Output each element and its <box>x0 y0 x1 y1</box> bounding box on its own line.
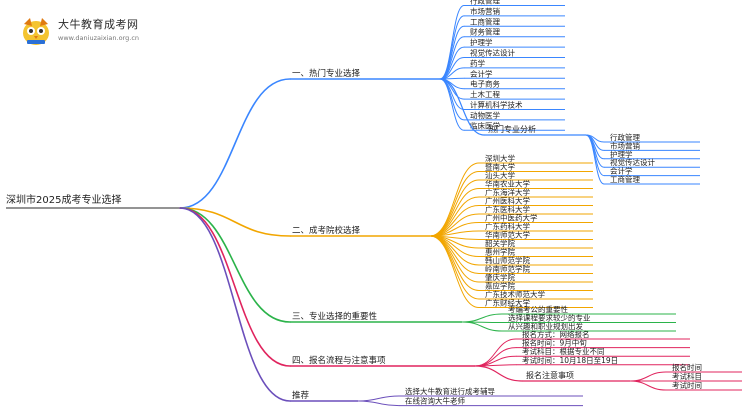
connector-line <box>429 235 480 266</box>
leaf-node: 临床医学 <box>470 120 500 130</box>
leaf-node: 市场营销 <box>470 6 500 16</box>
sub-leaf-node: 考试科目 <box>672 371 702 381</box>
leaf-node: 考试科目：根据专业不同 <box>522 346 605 356</box>
sub-leaf-node: 护理学 <box>610 149 633 159</box>
leaf-node: 华南农业大学 <box>485 179 530 189</box>
leaf-node: 广东财经大学 <box>485 298 530 308</box>
connector-line <box>585 134 605 185</box>
branch-label-b1: 一、热门专业选择 <box>292 68 361 79</box>
sub-leaf-node: 考试时间 <box>672 380 702 390</box>
leaf-node: 深圳大学 <box>485 153 515 163</box>
connector-line <box>179 78 291 209</box>
leaf-node: 报名时间：9月中旬 <box>522 338 587 348</box>
connector-line <box>439 78 465 131</box>
connector-line <box>474 365 523 382</box>
leaf-node: 广东技术师范大学 <box>485 289 545 299</box>
sub-branch-label-b4: 报名注意事项 <box>526 370 574 380</box>
leaf-node: 广州医科大学 <box>485 196 530 206</box>
leaf-node: 视觉传达设计 <box>470 48 515 58</box>
leaf-node: 肇庆学院 <box>485 272 515 282</box>
leaf-node: 汕头大学 <box>485 170 515 180</box>
connector-line <box>474 338 517 367</box>
connector-line <box>357 395 400 402</box>
leaf-node: 华南师范大学 <box>485 230 530 240</box>
connector-line <box>429 235 480 291</box>
leaf-node: 会计学 <box>470 68 493 78</box>
sub-leaf-node: 报名时间 <box>672 362 702 372</box>
leaf-node: 考编考公的重要性 <box>508 304 568 314</box>
connector-line <box>585 134 605 168</box>
connector-line <box>429 235 480 308</box>
leaf-node: 动物医学 <box>470 110 500 120</box>
connector-line <box>179 207 291 402</box>
connector-line <box>439 78 465 121</box>
sub-leaf-node: 行政管理 <box>610 132 640 142</box>
root-node-label: 深圳市2025成考专业选择 <box>6 193 121 206</box>
leaf-node: 选择课程要求较少的专业 <box>508 313 591 323</box>
leaf-node: 岭南师范学院 <box>485 264 530 274</box>
sub-leaf-node: 视觉传达设计 <box>610 157 655 167</box>
connector-line <box>429 171 480 237</box>
connector-line <box>429 179 480 237</box>
branch-label-b3: 三、专业选择的重要性 <box>292 311 378 322</box>
connector-line <box>429 235 480 283</box>
site-logo: 大牛教育成考网 www.daniuzaixian.org.cn <box>8 10 148 54</box>
leaf-node: 广州中医药大学 <box>485 213 538 223</box>
leaf-node: 电子商务 <box>470 79 500 89</box>
branch-label-b5: 推荐 <box>292 390 310 401</box>
connector-line <box>179 207 291 323</box>
leaf-node: 选择大牛教育进行成考辅导 <box>405 386 495 396</box>
sub-leaf-node: 市场营销 <box>610 140 640 150</box>
leaf-node: 药学 <box>470 58 485 68</box>
connector-line <box>357 400 400 407</box>
connector-line <box>179 207 291 367</box>
connector-line <box>429 235 480 300</box>
logo-url: www.daniuzaixian.org.cn <box>58 34 140 42</box>
leaf-node: 财务管理 <box>470 27 500 37</box>
sub-branch-label-b1: 热门专业分析 <box>488 124 536 134</box>
leaf-node: 护理学 <box>470 37 493 47</box>
leaf-node: 广东海洋大学 <box>485 187 530 197</box>
connector-line <box>439 78 465 100</box>
connector-line <box>439 78 485 136</box>
branch-label-b4: 四、报名流程与注意事项 <box>292 355 386 366</box>
leaf-node: 嘉应学院 <box>485 281 515 291</box>
leaf-node: 行政管理 <box>470 0 500 6</box>
branch-label-b2: 二、成考院校选择 <box>292 225 361 236</box>
connector-line <box>179 207 291 237</box>
leaf-node: 在线咨询大牛老师 <box>405 396 465 406</box>
logo-title: 大牛教育成考网 <box>58 18 139 31</box>
leaf-node: 从兴趣和职业规划出发 <box>508 321 583 331</box>
leaf-node: 计算机科学技术 <box>470 100 523 110</box>
owl-logo-icon <box>23 18 49 45</box>
leaf-node: 韶关学院 <box>485 238 515 248</box>
connector-line <box>461 313 503 323</box>
leaf-node: 考试时间：10月18日至19日 <box>522 355 618 365</box>
connector-line <box>461 321 503 332</box>
leaf-node: 广东医科大学 <box>485 204 530 214</box>
connector-line <box>585 134 605 177</box>
sub-leaf-node: 工商管理 <box>610 174 640 184</box>
connector-line <box>439 25 465 80</box>
leaf-node: 韩山师范学院 <box>485 255 530 265</box>
leaf-node: 广东药科大学 <box>485 221 530 231</box>
leaf-node: 惠州学院 <box>485 247 515 257</box>
connector-line <box>439 15 465 80</box>
leaf-node: 暨南大学 <box>485 162 515 172</box>
leaf-node: 土木工程 <box>470 89 500 99</box>
connector-line <box>629 380 667 391</box>
connector-line <box>629 371 667 382</box>
leaf-node: 报名方式：网络报名 <box>522 329 590 339</box>
leaf-node: 工商管理 <box>470 16 500 26</box>
sub-leaf-node: 会计学 <box>610 166 633 176</box>
